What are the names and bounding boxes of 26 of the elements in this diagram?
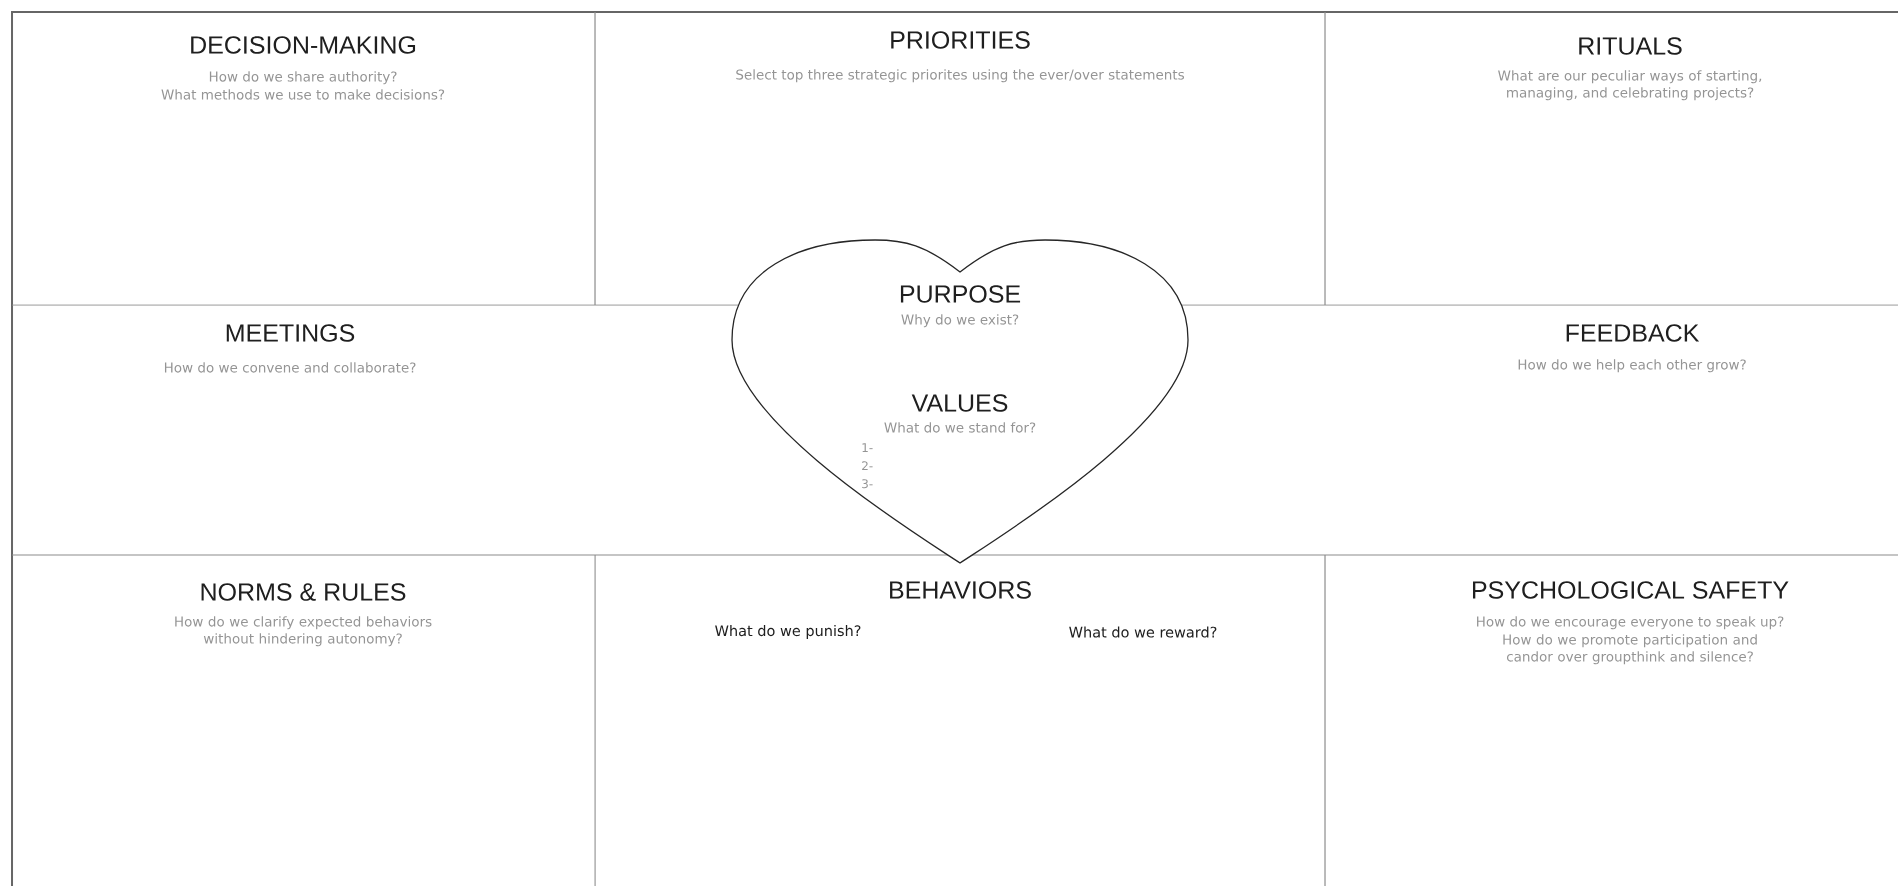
section-heading: PRIORITIES xyxy=(891,31,1030,49)
section-heading: DECISION-MAKING xyxy=(191,36,416,54)
prompt-text: How do we help each other grow? xyxy=(1518,359,1746,373)
section-heading: RITUALS xyxy=(1579,37,1682,55)
section-heading: PSYCHOLOGICAL SAFETY xyxy=(1473,581,1789,599)
section-heading: PURPOSE xyxy=(900,285,1021,303)
prompt-text: How do we convene and collaborate? xyxy=(164,362,416,373)
prompt-text: What are our peculiar ways of starting, managing, and celebrating projects? xyxy=(1498,70,1762,101)
prompt-text: How do we share authority? xyxy=(209,71,397,85)
list-number: 3- xyxy=(862,479,873,489)
list-number: 1- xyxy=(862,443,873,452)
prompt-text: What methods we use to make decisions? xyxy=(161,89,445,100)
section-heading: BEHAVIORS xyxy=(890,581,1031,599)
list-number: 2- xyxy=(862,461,873,471)
section-heading: NORMS & RULES xyxy=(201,583,406,601)
section-heading: VALUES xyxy=(911,394,1008,412)
prompt-question: What do we punish? xyxy=(715,624,861,639)
prompt-text: How do we encourage everyone to speak up? xyxy=(1477,616,1784,630)
section-heading: MEETINGS xyxy=(226,324,355,342)
prompt-question: What do we reward? xyxy=(1069,626,1217,638)
prompt-text: How do we clarify expected behaviors without hindering autonomy? xyxy=(175,616,432,647)
prompt-text: Select top three strategic priorites using the ever/over statements xyxy=(736,69,1184,83)
prompt-text: What do we stand for? xyxy=(884,422,1036,433)
prompt-text: Why do we exist? xyxy=(901,314,1019,328)
prompt-text: How do we promote participation and candor over groupthink and silence? xyxy=(1503,634,1757,665)
section-heading: FEEDBACK xyxy=(1566,324,1700,342)
